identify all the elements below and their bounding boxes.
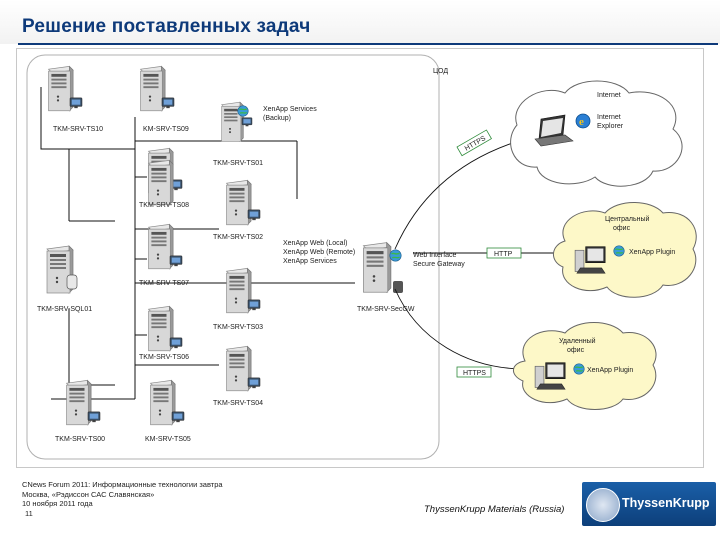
server-ts04-label: TKM-SRV-TS04 [213, 400, 263, 407]
server-backup [221, 101, 253, 142]
remote-plugin-icon [573, 363, 585, 375]
server-ts08 [148, 159, 174, 206]
server-secgw [362, 242, 403, 293]
external-links [394, 138, 557, 370]
server-ts01-label: TKM-SRV-TS01 [213, 160, 263, 167]
network-diagram: ЦОД TKM-SRV-TS10 KM-SRV-TS09 XenApp Serv… [26, 54, 697, 460]
svg-text:e: e [579, 116, 584, 128]
server-sql01 [46, 245, 78, 294]
http-label: HTTP [494, 251, 513, 258]
backup-label-1: XenApp Services [263, 106, 317, 113]
https-tag-top: HTTPS [456, 129, 492, 157]
slide-title: Решение поставленных задач [22, 16, 311, 37]
laptop-icon [534, 114, 574, 147]
logo-emblem-icon [586, 488, 620, 522]
server-ts06-label: TKM-SRV-TS06 [139, 354, 189, 361]
services-label-1: XenApp Web (Local) [283, 240, 347, 247]
central-plugin-icon [613, 245, 625, 257]
central-app-label: XenApp Plugin [629, 249, 675, 256]
https-label-bottom: HTTPS [463, 370, 486, 377]
server-ts09 [140, 65, 175, 112]
server-ts00 [66, 379, 101, 426]
server-secgw-label: TKM-SRV-SecGW [357, 306, 415, 313]
central-title-1: Центральный [605, 215, 650, 223]
server-ts09-label: KM-SRV-TS09 [143, 126, 189, 133]
datacenter-region [26, 54, 440, 460]
server-ts08-label: TKM-SRV-TS08 [139, 202, 189, 209]
server-ts07 [148, 223, 183, 270]
central-office-cloud [553, 202, 697, 298]
thyssenkrupp-logo: ThyssenKrupp [582, 482, 716, 526]
logo-text: ThyssenKrupp [622, 496, 710, 510]
footer-line-1: CNews Forum 2011: Информационные техноло… [22, 480, 223, 489]
slide-header [0, 0, 720, 44]
services-label-2: XenApp Web (Remote) [283, 249, 355, 256]
footer-event-info: CNews Forum 2011: Информационные техноло… [22, 480, 223, 518]
server-ts05 [150, 379, 185, 426]
server-ts05-label: KM-SRV-TS05 [145, 436, 191, 443]
server-sql01-label: TKM-SRV-SQL01 [37, 306, 92, 313]
server-ts04 [226, 345, 261, 392]
server-ts03 [226, 267, 261, 314]
remote-pc-icon [534, 362, 566, 390]
page-number: 11 [25, 508, 33, 518]
ie-label-1: Internet [597, 114, 621, 121]
company-name: ThyssenKrupp Materials (Russia) [424, 504, 565, 515]
central-title-2: офис [613, 225, 631, 232]
services-label-3: XenApp Services [283, 258, 337, 265]
title-underline [18, 43, 718, 45]
datacenter-label: ЦОД [433, 68, 448, 75]
internet-title: Internet [597, 92, 621, 99]
https-tag-bottom: HTTPS [456, 366, 492, 378]
server-ts06 [148, 305, 183, 352]
server-ts00-label: TKM-SRV-TS00 [55, 436, 105, 443]
gateway-label-1: Web Interface [413, 252, 457, 259]
remote-title-1: Удаленный [559, 337, 596, 345]
gateway-label-2: Secure Gateway [413, 261, 465, 268]
server-ts07-label: TKM-SRV-TS07 [139, 280, 189, 287]
internet-explorer-icon: e [575, 113, 591, 129]
http-tag: HTTP [486, 247, 522, 259]
server-ts10-label: TKM-SRV-TS10 [53, 126, 103, 133]
backup-label-2: (Backup) [263, 115, 291, 122]
internet-cloud [510, 80, 683, 187]
server-ts02 [226, 179, 261, 226]
footer-line-2: Москва, «Рэдиссон САС Славянская» [22, 489, 155, 499]
diagram-canvas: ЦОД TKM-SRV-TS10 KM-SRV-TS09 XenApp Serv… [16, 48, 704, 468]
ie-label-2: Explorer [597, 123, 624, 130]
remote-title-2: офис [567, 347, 585, 354]
server-ts02-label: TKM-SRV-TS02 [213, 234, 263, 241]
central-pc-icon [574, 246, 606, 274]
footer-line-3: 10 ноября 2011 года [22, 499, 93, 508]
server-ts03-label: TKM-SRV-TS03 [213, 324, 263, 331]
remote-app-label: XenApp Plugin [587, 367, 633, 374]
server-ts10 [48, 65, 83, 112]
